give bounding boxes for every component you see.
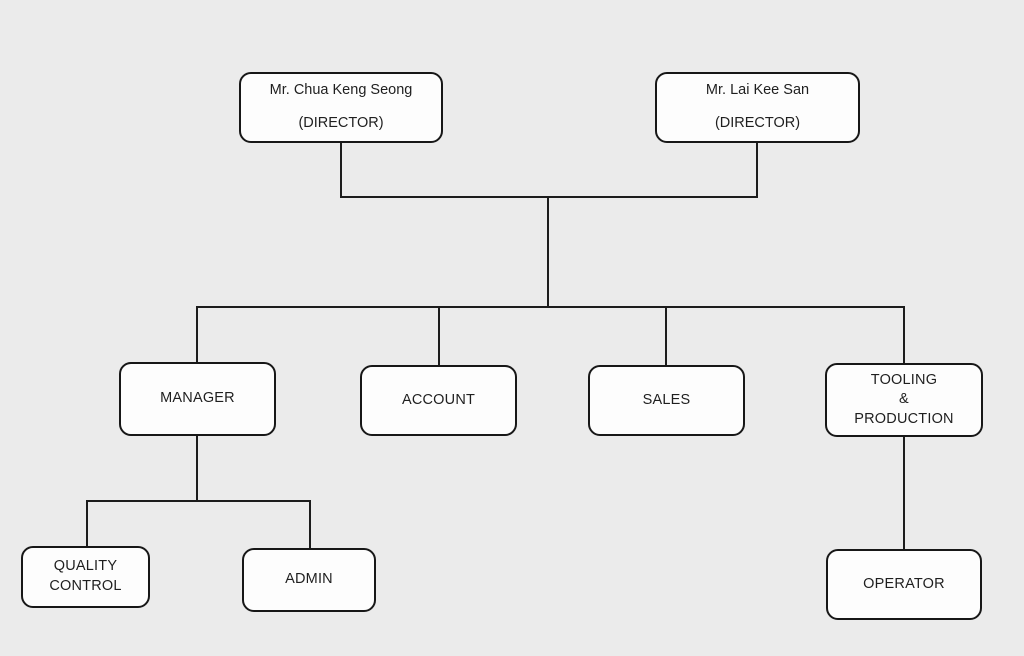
- org-node-director-chua: Mr. Chua Keng Seong (DIRECTOR): [239, 72, 443, 143]
- connector-line: [196, 306, 198, 366]
- connector-line: [196, 434, 198, 502]
- director-name: Mr. Lai Kee San: [705, 82, 810, 99]
- director-title: (DIRECTOR): [298, 115, 384, 131]
- connector-line: [86, 500, 311, 502]
- connector-line: [547, 196, 549, 308]
- org-node-tooling-production: TOOLING & PRODUCTION: [825, 363, 983, 437]
- connector-line: [340, 140, 342, 198]
- director-title: (DIRECTOR): [714, 115, 801, 131]
- org-node-quality-control: QUALITY CONTROL: [21, 546, 150, 608]
- org-node-label: QUALITY CONTROL: [49, 558, 122, 594]
- org-node-label: SALES: [642, 391, 691, 408]
- connector-line: [86, 500, 88, 550]
- org-node-sales: SALES: [588, 365, 745, 436]
- connector-line: [309, 500, 311, 552]
- connector-line: [665, 306, 667, 368]
- org-node-admin: ADMIN: [242, 548, 376, 612]
- org-node-account: ACCOUNT: [360, 365, 517, 436]
- director-name: Mr. Chua Keng Seong: [269, 82, 413, 99]
- connector-line: [756, 140, 758, 198]
- connector-line: [340, 196, 758, 198]
- org-node-label: ADMIN: [285, 571, 333, 588]
- org-node-manager: MANAGER: [119, 362, 276, 436]
- org-node-label: TOOLING & PRODUCTION: [854, 371, 954, 427]
- org-node-label: OPERATOR: [863, 575, 945, 592]
- org-node-label: MANAGER: [160, 390, 235, 407]
- connector-line: [196, 306, 905, 308]
- connector-line: [903, 434, 905, 552]
- connector-line: [438, 306, 440, 368]
- connector-line: [903, 306, 905, 366]
- org-node-label: ACCOUNT: [401, 391, 476, 408]
- org-node-director-lai: Mr. Lai Kee San (DIRECTOR): [655, 72, 860, 143]
- org-node-operator: OPERATOR: [826, 549, 982, 620]
